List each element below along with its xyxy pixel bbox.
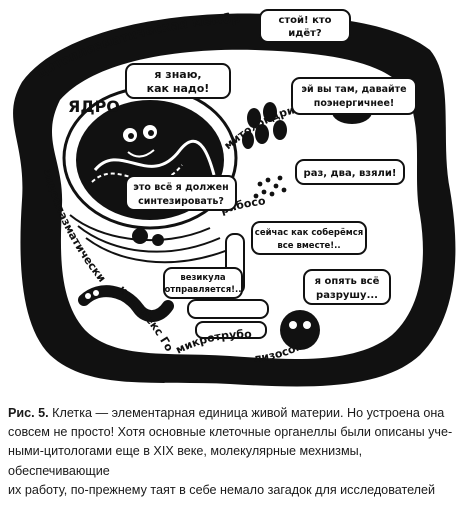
caption-line-1-text: Клетка — элементарная единица живой мате… <box>52 406 445 420</box>
figure-caption: Рис. 5. Клетка — элементарная единица жи… <box>8 404 460 500</box>
bubble-vesicle-line2: отправляется!.. <box>164 285 241 295</box>
caption-line-1: Рис. 5. Клетка — элементарная единица жи… <box>8 404 460 423</box>
ribosomes <box>253 175 287 199</box>
bubble-stop: стой! кто идёт? <box>259 9 351 43</box>
bubble-energy: эй вы там, давайте поэнергичнее! <box>291 77 417 115</box>
bubble-together: сейчас как соберёмся все вместе!.. <box>251 221 367 255</box>
figure-number: Рис. 5. <box>8 406 49 420</box>
label-nucleus: ЯДРО <box>68 97 120 116</box>
bubble-stop-line2: идёт? <box>288 27 322 39</box>
bubble-synth-line1: это всё я должен <box>133 182 228 193</box>
bubble-destroy-line1: я опять всё <box>315 275 380 287</box>
vesicles <box>132 228 164 246</box>
bubble-nucleus-line2: как надо! <box>147 82 210 95</box>
bubble-synth: это всё я должен синтезировать? <box>125 175 237 211</box>
bubble-stop-line1: стой! кто <box>278 15 331 26</box>
bubble-energy-line1: эй вы там, давайте <box>301 84 406 95</box>
cell-illustration: цитоплазматическая мембрана ЯДРО эндопла… <box>0 0 456 387</box>
bubble-synth-line2: синтезировать? <box>138 196 224 207</box>
caption-line-4: их работу, по-прежнему таят в себе немал… <box>8 482 436 497</box>
bubble-destroy-line2: разрушу... <box>316 290 378 301</box>
bubble-together-line1: сейчас как соберёмся <box>255 227 363 238</box>
bubble-vesicle: везикула отправляется!.. <box>163 267 243 299</box>
golgi-complex <box>78 285 174 322</box>
caption-line-3: ными-цитологами еще в XIX веке, молекуля… <box>8 444 363 478</box>
bubble-nucleus: я знаю, как надо! <box>125 63 231 99</box>
bubble-ribosome: раз, два, взяли! <box>295 159 405 185</box>
bubble-energy-line2: поэнергичнее! <box>314 98 394 109</box>
bubble-nucleus-line1: я знаю, <box>154 68 201 81</box>
caption-line-2: совсем не просто! Хотя основные клеточны… <box>8 425 453 440</box>
bubble-vesicle-line1: везикула <box>180 273 226 283</box>
bubble-together-line2: все вместе!.. <box>277 241 340 251</box>
bubble-ribosome-line1: раз, два, взяли! <box>304 168 397 179</box>
bubble-destroy: я опять всё разрушу... <box>303 269 391 305</box>
er-membranes <box>69 214 229 264</box>
lysosome <box>280 310 320 350</box>
